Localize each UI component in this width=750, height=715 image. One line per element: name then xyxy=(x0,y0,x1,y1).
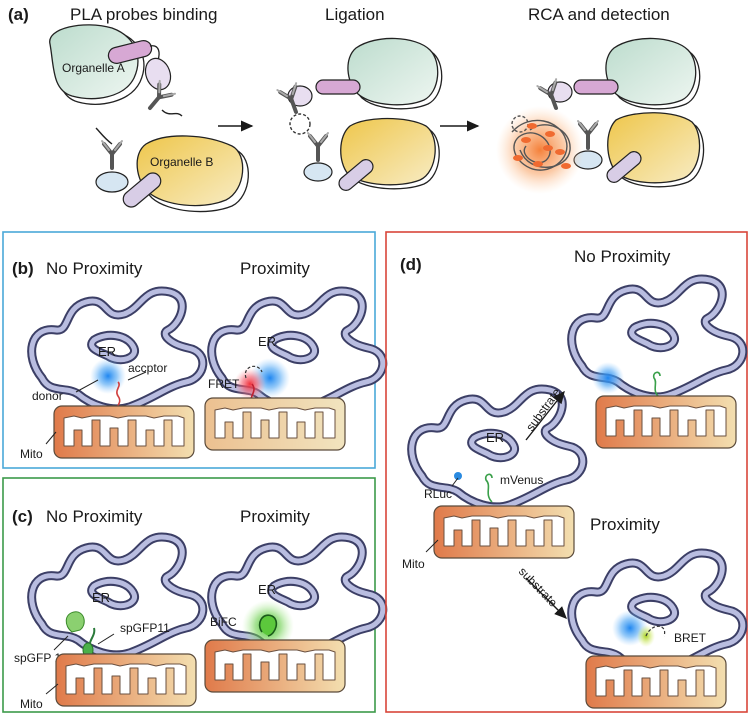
organelle-a-label: Organelle A xyxy=(62,61,125,75)
panel-d-mito-top xyxy=(595,395,737,449)
donor-label: donor xyxy=(32,389,63,403)
panel-a-letter: (a) xyxy=(8,5,29,24)
panel-c-mito-label: Mito xyxy=(20,697,43,711)
panel-c: (c) No Proximity Proximity ER spGFP 1-10… xyxy=(2,477,383,713)
panel-d-no-proximity: No Proximity xyxy=(574,247,671,266)
panel-b-mito-right xyxy=(204,397,346,451)
panel-c-er-left-label: ER xyxy=(92,590,110,605)
panel-b: (b) No Proximity Proximity ER donor accp… xyxy=(2,231,383,469)
arrow-substrate-down xyxy=(525,577,567,619)
rluc-label: RLuc xyxy=(424,487,452,501)
ligation-organelle-a xyxy=(347,37,443,110)
mvenus-probe xyxy=(484,473,493,503)
substrate-down-label: substrate xyxy=(516,564,561,609)
panel-c-letter: (c) xyxy=(12,507,33,526)
bret-label: BRET xyxy=(674,631,707,645)
panel-d-proximity: Proximity xyxy=(590,515,660,534)
panel-c-no-proximity: No Proximity xyxy=(46,507,143,526)
panel-d-er-bottom xyxy=(572,553,743,671)
panel-d-letter: (d) xyxy=(400,255,422,274)
panel-d-top-luc-glow xyxy=(592,362,624,394)
antibody-b-body xyxy=(95,171,129,193)
fret-label: FRET xyxy=(208,377,240,391)
fret-acceptor-glow xyxy=(234,368,266,400)
step-rca-title: RCA and detection xyxy=(528,5,670,24)
panel-b-mito-label: Mito xyxy=(20,447,43,461)
panel-a: (a) PLA probes binding Ligation RCA and … xyxy=(8,5,705,213)
panel-d-mito-center xyxy=(433,505,575,559)
organelle-a-protein xyxy=(107,40,153,64)
acceptor-label: accptor xyxy=(128,361,167,375)
panel-c-er-right-label: ER xyxy=(258,582,276,597)
rca-probes xyxy=(513,123,571,169)
antibody-a-body xyxy=(144,57,172,91)
donor-glow xyxy=(90,358,126,394)
mvenus-label: mVenus xyxy=(500,473,543,487)
panel-c-mito-left xyxy=(55,653,197,707)
panel-b-er-right-label: ER xyxy=(258,334,276,349)
panel-c-mito-right xyxy=(204,639,346,693)
panel-d-mito-label: Mito xyxy=(402,557,425,571)
step-ligation-title: Ligation xyxy=(325,5,385,24)
step-pla-title: PLA probes binding xyxy=(70,5,217,24)
antibody-a-probe xyxy=(140,78,178,117)
panel-d-mito-bottom xyxy=(585,655,727,709)
panel-b-letter: (b) xyxy=(12,259,34,278)
panel-b-er-left-label: ER xyxy=(98,344,116,359)
ligation-circle xyxy=(289,113,311,135)
antibody-b-probe xyxy=(100,139,124,170)
organelle-b-label: Organelle B xyxy=(150,155,213,169)
panel-d-er-center-label: ER xyxy=(486,430,504,445)
panel-c-er-left xyxy=(32,537,203,655)
panel-c-er-right xyxy=(212,537,383,655)
ligation-protein-b xyxy=(338,159,374,191)
spgfp11-label: spGFP11 xyxy=(120,621,170,635)
ligation-protein-a xyxy=(315,79,361,95)
panel-d: (d) No Proximity Proximity ER RLuc mVenu… xyxy=(385,231,748,713)
rca-glow xyxy=(496,106,584,194)
rca-organelle-a xyxy=(605,37,701,110)
panel-b-no-proximity: No Proximity xyxy=(46,259,143,278)
arrow-substrate-up xyxy=(525,390,565,441)
bifc-label: BiFC xyxy=(210,615,237,629)
spgfp1-10-fragment xyxy=(65,611,85,633)
organelle-b-protein xyxy=(122,172,162,208)
panel-d-border xyxy=(385,231,748,713)
panel-b-proximity: Proximity xyxy=(240,259,310,278)
panel-b-mito-left xyxy=(53,405,195,459)
panel-c-proximity: Proximity xyxy=(240,507,310,526)
rluc-marker xyxy=(454,472,462,480)
